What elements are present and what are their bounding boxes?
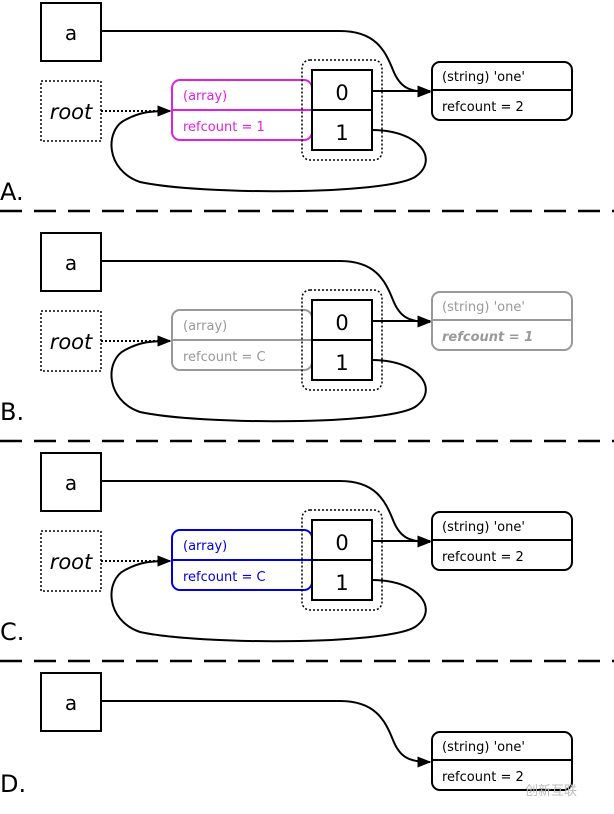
- panel: C. a (string) 'one' refcount = 2 root (array)…: [0, 452, 573, 646]
- root-box: [40, 80, 102, 142]
- variable-a-label: a: [65, 691, 77, 715]
- array-refcount: refcount = 1: [183, 120, 265, 135]
- variable-a-box: [40, 2, 102, 62]
- array-type: (array): [183, 89, 227, 104]
- arrow-cell1-to-array: [110, 105, 427, 193]
- variable-a-box: [40, 232, 102, 292]
- panel-label: B.: [0, 398, 24, 426]
- panel: D. a (string) 'one' refcount = 2: [0, 672, 573, 798]
- variable-a-label: a: [65, 251, 77, 275]
- variable-a-box: [40, 452, 102, 512]
- variable-a-label: a: [65, 21, 77, 45]
- array-refcount: refcount = C: [183, 350, 266, 365]
- hashtable-boundary: [301, 509, 383, 611]
- hashtable-boundary: [301, 59, 383, 161]
- arrow-cell1-to-array: [110, 335, 427, 423]
- panel-label: A.: [0, 178, 24, 206]
- variable-a-box: [40, 672, 102, 732]
- panel-label: C.: [0, 618, 24, 646]
- hashtable-boundary: [301, 289, 383, 391]
- string-type: (string) 'one': [442, 520, 525, 535]
- watermark: 创新互联: [525, 784, 578, 799]
- variable-a-label: a: [65, 471, 77, 495]
- string-type: (string) 'one': [442, 300, 525, 315]
- string-type: (string) 'one': [442, 740, 525, 755]
- cell-1: 1: [335, 351, 348, 375]
- string-refcount: refcount = 2: [442, 100, 524, 115]
- panel-label: D.: [0, 770, 26, 798]
- string-refcount: refcount = 2: [442, 770, 524, 785]
- root-label: root: [50, 100, 93, 124]
- array-refcount: refcount = C: [183, 570, 266, 585]
- panel: B. a (string) 'one' refcount = 1 root (array)…: [0, 232, 573, 426]
- cell-1: 1: [335, 121, 348, 145]
- string-type: (string) 'one': [442, 70, 525, 85]
- arrow-a-to-string: [101, 700, 432, 768]
- cell-0: 0: [335, 81, 348, 105]
- string-refcount: refcount = 2: [442, 550, 524, 565]
- cell-0: 0: [335, 311, 348, 335]
- string-refcount: refcount = 1: [442, 330, 533, 345]
- cell-1: 1: [335, 571, 348, 595]
- panel: A. a (string) 'one' refcount = 2 root (array)…: [0, 2, 573, 206]
- array-type: (array): [183, 539, 227, 554]
- root-label: root: [50, 550, 93, 574]
- arrow-cell1-to-array: [110, 555, 427, 643]
- array-type: (array): [183, 319, 227, 334]
- root-label: root: [50, 330, 93, 354]
- cell-0: 0: [335, 531, 348, 555]
